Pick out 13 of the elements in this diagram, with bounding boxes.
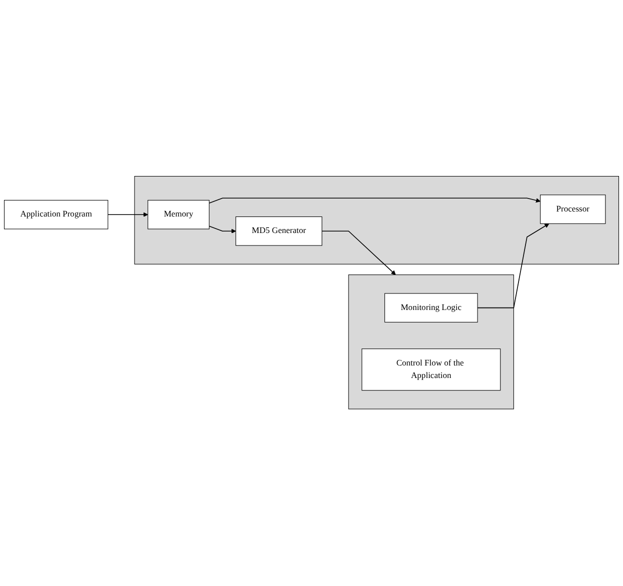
node-box: Monitoring Logic [384,294,478,323]
arrow [108,212,148,218]
arrow [208,198,541,204]
cluster [348,274,514,410]
arrow [208,226,236,234]
node-box: Application Program [4,200,108,230]
cluster [134,176,619,265]
node-box: Processor [540,195,606,224]
arrow [477,224,550,309]
node-box: Memory [148,200,210,230]
node-box: MD5 Generator [236,216,322,246]
node-box: Control Flow of the Application [362,348,501,391]
arrow [322,231,396,276]
